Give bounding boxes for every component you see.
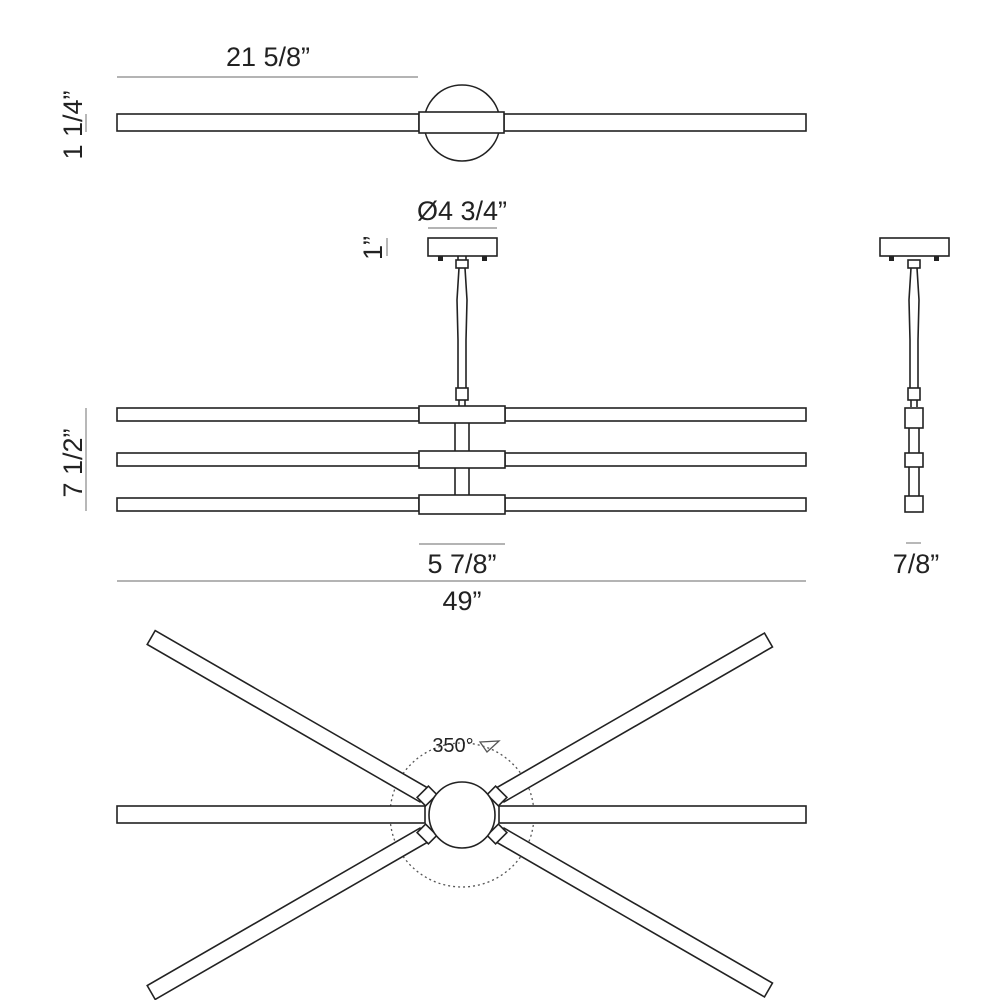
- post-side-lower: [908, 467, 920, 496]
- canopy-screw-left: [438, 256, 443, 261]
- post-side-upper: [908, 428, 920, 453]
- stem-side-coupler: [907, 387, 921, 401]
- bar-lower-left: [116, 497, 420, 512]
- top-view: 21 5/8” 1 1/4”: [58, 42, 807, 162]
- bar-upper-left: [116, 407, 420, 422]
- bar-height-label: 1 1/4”: [58, 90, 88, 159]
- stem-side-rod: [908, 267, 920, 390]
- canopy-front: [427, 237, 498, 257]
- stem-rod: [456, 267, 468, 390]
- arm-northwest: [146, 629, 430, 804]
- arm-southwest: [146, 826, 430, 1000]
- hub-side-middle: [904, 452, 924, 468]
- stem-coupler: [455, 387, 469, 401]
- bar-lower-right: [504, 497, 807, 512]
- canopy-side: [879, 237, 950, 257]
- connector-ne: [485, 784, 509, 808]
- hub-upper: [418, 405, 506, 424]
- half-length-label: 21 5/8”: [226, 42, 310, 72]
- arm-northeast: [494, 631, 774, 804]
- rotation-label: 350°: [432, 735, 473, 757]
- connector-se: [485, 822, 509, 846]
- fixture-height-label: 7 1/2”: [58, 428, 88, 497]
- stem-side-collar: [907, 259, 921, 269]
- hub-middle: [418, 450, 506, 469]
- canopy-diameter-label: Ø4 3/4”: [417, 196, 507, 226]
- plan-view: 350°: [116, 629, 807, 1000]
- bar-middle-left: [116, 452, 420, 467]
- stem-side-lower: [910, 400, 918, 407]
- bar-middle-right: [504, 452, 807, 467]
- inner-post-upper: [454, 423, 470, 452]
- connector-nw: [415, 784, 439, 808]
- bar-upper-right: [504, 407, 807, 422]
- canopy-side-screw-left: [889, 256, 894, 261]
- canopy-side-screw-right: [934, 256, 939, 261]
- hub-side-lower: [904, 495, 924, 513]
- canopy-height-label: 1”: [358, 236, 388, 260]
- center-hub: [428, 781, 496, 849]
- rotation-arrow-icon: [478, 740, 501, 753]
- side-elevation: 7/8”: [879, 237, 950, 579]
- bar-right-top: [503, 113, 807, 132]
- arm-southeast: [494, 826, 774, 999]
- canopy-screw-right: [482, 256, 487, 261]
- arm-east: [498, 805, 807, 824]
- hub-width-label: 5 7/8”: [427, 549, 496, 579]
- connector-sw: [415, 822, 439, 846]
- front-elevation: Ø4 3/4” 1” 7 1/2” 5 7/8” 49”: [58, 196, 807, 616]
- bar-left-top: [116, 113, 420, 132]
- hub-lower: [418, 494, 506, 515]
- hub-top: [418, 111, 505, 134]
- stem-collar: [455, 259, 469, 269]
- total-length-label: 49”: [442, 586, 481, 616]
- side-depth-label: 7/8”: [893, 549, 940, 579]
- arm-west: [116, 805, 426, 824]
- inner-post-lower: [454, 468, 470, 496]
- hub-side-upper: [904, 407, 924, 429]
